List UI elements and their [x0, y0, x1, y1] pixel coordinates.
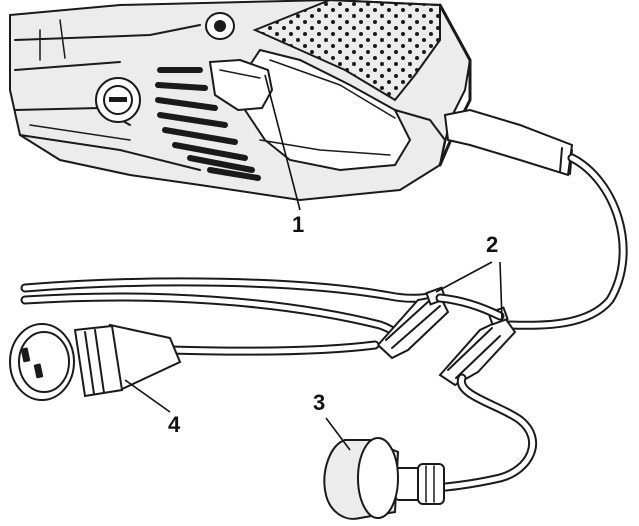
callout-1: 1 — [264, 74, 304, 237]
extension-socket — [9, 323, 380, 401]
callout-1-label: 1 — [292, 212, 304, 237]
callout-4-label: 4 — [168, 412, 181, 437]
cord-tie-right — [438, 306, 517, 387]
trigger-switch — [208, 58, 274, 112]
tool-housing — [9, 0, 472, 202]
tool-cord — [443, 108, 628, 330]
callout-4: 4 — [124, 379, 181, 437]
callout-3-label: 3 — [313, 390, 325, 415]
callout-3: 3 — [313, 390, 351, 451]
vent-slots — [155, 67, 261, 181]
strain-relief — [443, 108, 574, 177]
callout-2-label: 2 — [486, 232, 498, 257]
lock-button — [95, 77, 141, 123]
tool-plug-cord — [425, 373, 537, 493]
handle-grip — [252, 0, 441, 102]
callout-2: 2 — [435, 232, 503, 321]
tool-plug — [323, 437, 445, 520]
